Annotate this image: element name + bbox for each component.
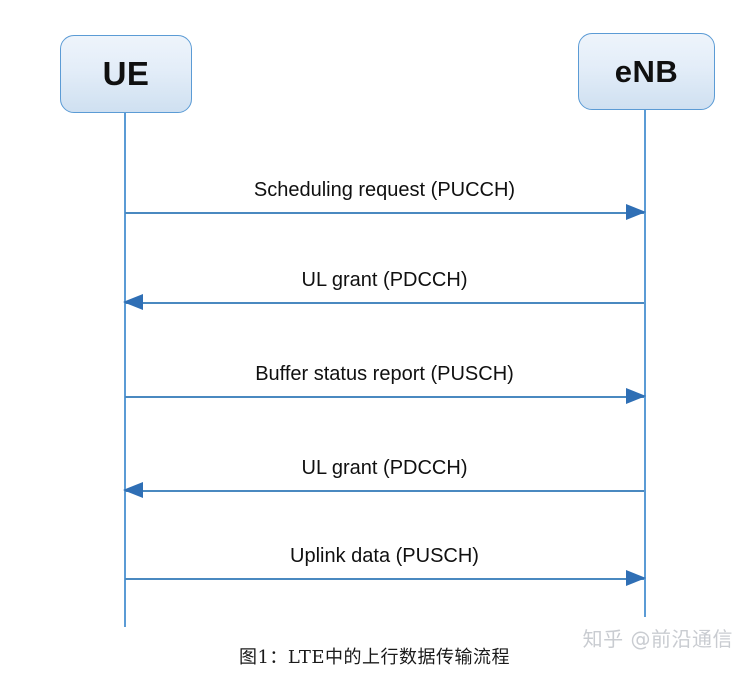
message-label-4: UL grant (PDCCH) — [301, 457, 468, 479]
participant-box-ue[interactable]: UE — [60, 35, 192, 113]
message-label-1: Scheduling request (PUCCH) — [253, 179, 516, 201]
message-line-5 — [125, 578, 644, 580]
message-label-5: Uplink data (PUSCH) — [290, 545, 479, 567]
arrowhead-left-icon-4 — [123, 482, 143, 498]
arrowhead-right-icon-3 — [626, 388, 646, 404]
arrowhead-right-icon-5 — [626, 570, 646, 586]
message-line-2 — [125, 302, 644, 304]
message-label-3: Buffer status report (PUSCH) — [255, 363, 514, 385]
message-line-1 — [125, 212, 644, 214]
message-line-3 — [125, 396, 644, 398]
participant-box-enb[interactable]: eNB — [578, 33, 715, 110]
participant-label-ue: UE — [102, 55, 150, 92]
arrowhead-left-icon-2 — [123, 294, 143, 310]
arrowhead-right-icon-1 — [626, 204, 646, 220]
watermark: 知乎 @前沿通信 — [582, 627, 733, 651]
message-line-4 — [125, 490, 644, 492]
lifeline-enb — [644, 110, 646, 617]
lifeline-ue — [124, 113, 126, 627]
message-label-2: UL grant (PDCCH) — [301, 269, 468, 291]
participant-label-enb: eNB — [614, 53, 679, 89]
figure-caption: 图1：LTE中的上行数据传输流程 — [238, 647, 511, 668]
